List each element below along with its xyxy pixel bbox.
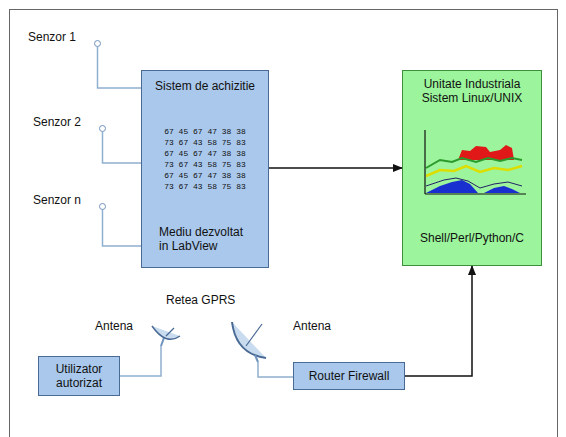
box-text: Shell/Perl/Python/C [420, 231, 524, 245]
sensor-node: Senzor 1 [28, 30, 101, 44]
process-box: Utilizator autorizat [38, 356, 120, 396]
network-label: Retea GPRS [166, 293, 235, 307]
sensor-terminal [99, 203, 106, 210]
sensor-node: Senzor n [33, 193, 106, 207]
data-arrow [405, 266, 472, 376]
sensor-label: Senzor 2 [33, 115, 81, 129]
antenna-wire [258, 362, 293, 377]
antenna-symbol [152, 326, 180, 346]
data-arrow [269, 167, 402, 169]
process-box: Router Firewall [293, 362, 405, 390]
antenna-label: Antena [293, 319, 331, 333]
process-box: Sistem de achizitie 67 45 67 47 38 38 73 … [141, 70, 269, 268]
sensor-wire [103, 132, 142, 164]
sensor-label: Senzor 1 [28, 30, 76, 44]
box-title: Utilizator autorizat [44, 362, 114, 390]
sensor-label: Senzor n [33, 193, 81, 207]
box-title: Sistem de achizitie [155, 79, 255, 93]
antenna-wire [120, 346, 161, 376]
sensor-wire [103, 210, 142, 247]
sensor-node: Senzor 2 [33, 115, 106, 129]
box-title: Unitate Industriala Sistem Linux/UNIX [412, 77, 532, 105]
box-title: Router Firewall [309, 369, 390, 383]
outer-frame [10, 10, 558, 437]
antenna-symbol [232, 322, 266, 362]
sensor-terminal [99, 125, 106, 132]
sensor-terminal [94, 40, 101, 47]
process-box: Unitate Industriala Sistem Linux/UNIX She… [402, 70, 542, 266]
trend-chart [425, 130, 526, 194]
box-text: Mediu dezvoltat in LabView [159, 225, 251, 253]
antenna-label: Antena [95, 319, 133, 333]
sensor-wire [98, 47, 142, 89]
data-stream: 67 45 67 47 38 38 73 67 43 58 75 83 67 4… [163, 126, 247, 192]
